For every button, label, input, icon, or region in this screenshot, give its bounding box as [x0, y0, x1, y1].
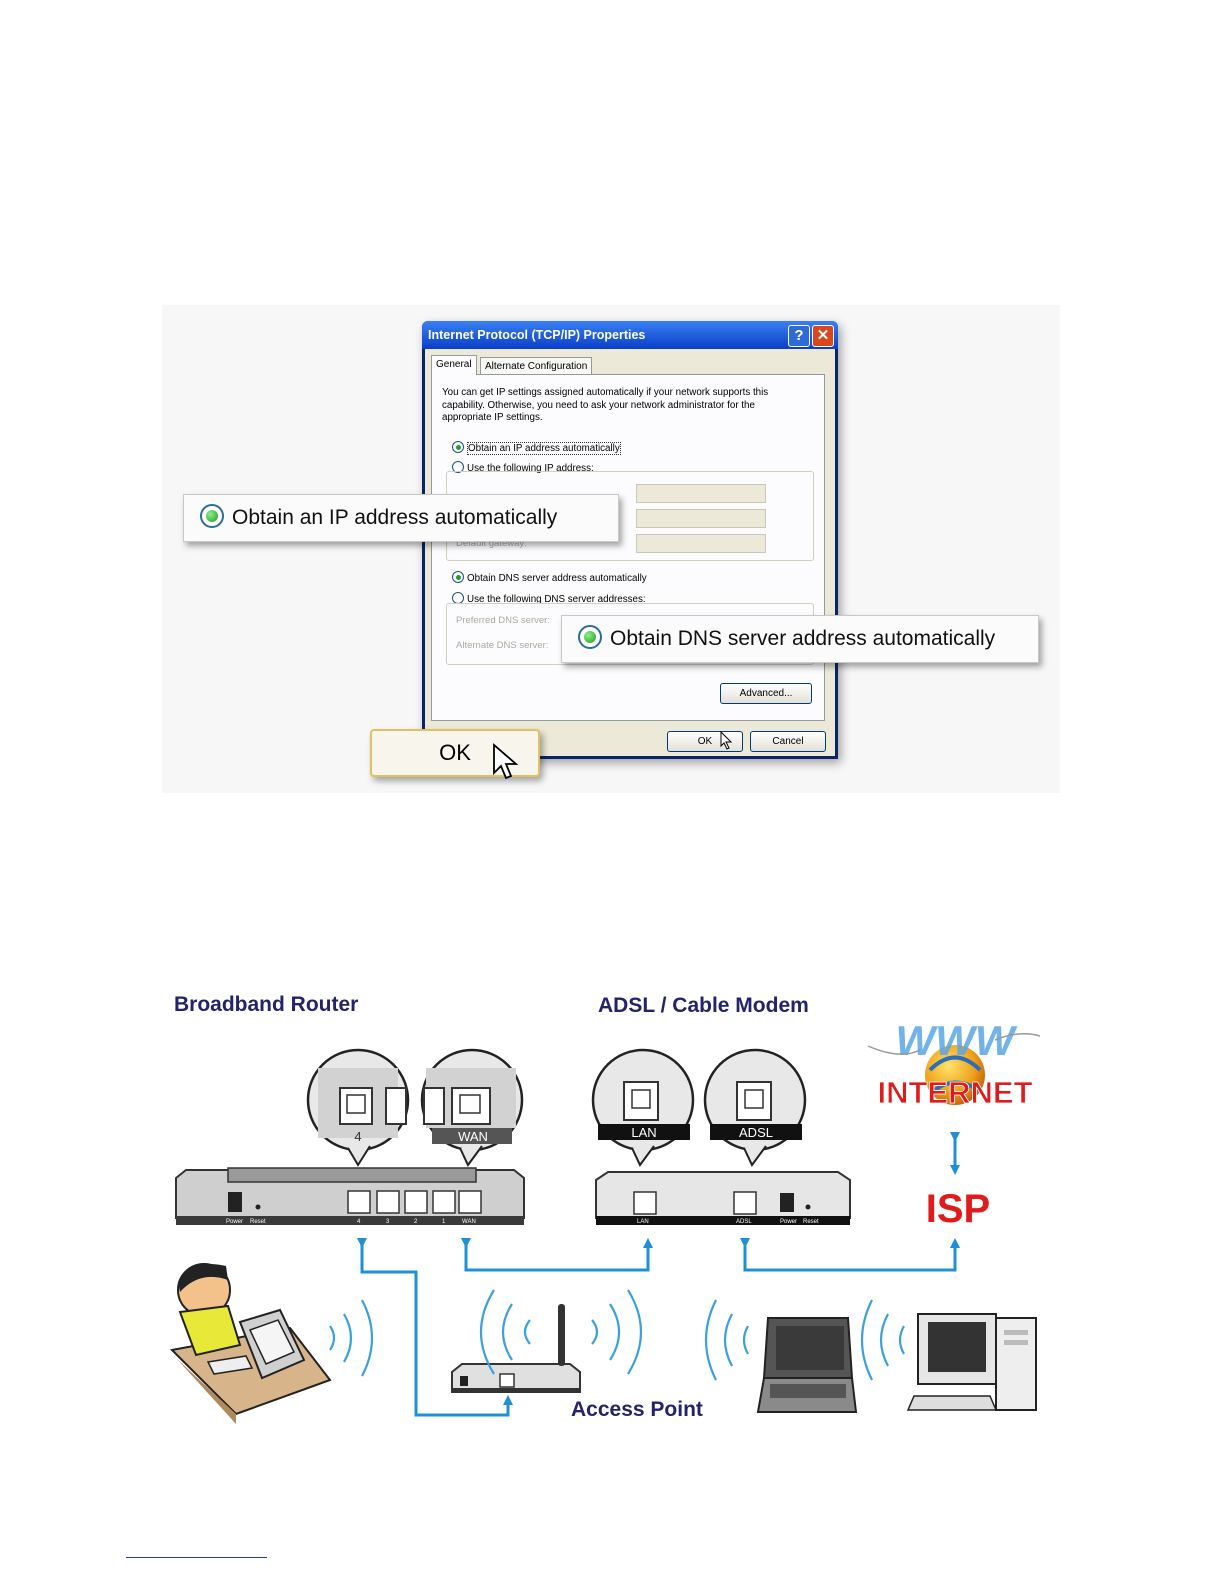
desktop-wireless-signal-icon [860, 1299, 905, 1381]
router-lan4-label: 4 [357, 1219, 361, 1225]
access-point-label: Access Point [571, 1398, 703, 1421]
callout-ok-text: OK [439, 740, 471, 765]
advanced-button[interactable]: Advanced... [720, 683, 812, 704]
connection-lines [357, 1238, 960, 1417]
radio-label: Use the following IP address: [467, 463, 594, 474]
general-panel: You can get IP settings assigned automat… [431, 374, 825, 721]
www-label: WWW [896, 1017, 1018, 1064]
callout-dns-text: Obtain DNS server address automatically [610, 627, 996, 650]
callout-obtain-dns: Obtain DNS server address automatically [561, 615, 1039, 663]
access-point-device [451, 1304, 581, 1393]
internet-globe-icon: WWW INTERNET [867, 1017, 1041, 1110]
modem-adsl-label: ADSL [736, 1219, 752, 1225]
footnote-separator [126, 1557, 267, 1558]
router-lan3-label: 3 [386, 1219, 390, 1225]
modem-port-lan-zoom: LAN [591, 1048, 695, 1167]
radio-use-following-ip[interactable]: Use the following IP address: [452, 461, 594, 474]
dialog-body: General Alternate Configuration You can … [425, 349, 835, 756]
router-port-4-zoom: 4 [306, 1048, 410, 1167]
radio-selected-icon [452, 571, 464, 583]
user-at-computer-illustration [169, 1263, 332, 1424]
radio-label: Use the following DNS server addresses: [467, 594, 646, 605]
access-point-wireless-signal-icon [479, 1289, 643, 1375]
router-port-wan-zoom: WAN [420, 1048, 524, 1167]
alternate-dns-label: Alternate DNS server: [456, 640, 549, 651]
gateway-label: Default gateway: [456, 538, 527, 549]
tcpip-properties-dialog: Internet Protocol (TCP/IP) Properties ? … [422, 321, 838, 759]
broadband-router: Power Reset 4 3 2 1 WAN [175, 1167, 525, 1225]
default-gateway-field[interactable] [636, 534, 766, 553]
radio-label: Obtain DNS server address automatically [467, 573, 647, 584]
modem-reset-label: Reset [803, 1219, 819, 1225]
help-button[interactable]: ? [788, 325, 810, 347]
laptop-icon [756, 1317, 858, 1413]
router-port-4-label: 4 [354, 1129, 361, 1144]
laptop-wireless-signal-icon [704, 1299, 749, 1381]
router-reset-label: Reset [250, 1219, 266, 1225]
cancel-button[interactable]: Cancel [750, 731, 826, 752]
callout-obtain-ip: Obtain an IP address automatically [183, 494, 619, 542]
router-lan2-label: 2 [414, 1219, 418, 1225]
modem-power-label: Power [780, 1219, 797, 1225]
router-title: Broadband Router [174, 993, 358, 1016]
radio-selected-icon [578, 625, 602, 649]
adsl-cable-modem: LAN ADSL Power Reset [595, 1171, 851, 1225]
radio-unselected-icon [452, 461, 464, 473]
ip-address-field[interactable] [636, 484, 766, 503]
dialog-title: Internet Protocol (TCP/IP) Properties [428, 328, 646, 342]
radio-obtain-ip-auto[interactable]: Obtain an IP address automatically [452, 441, 621, 455]
close-button[interactable]: ✕ [812, 325, 834, 347]
user-wireless-signal-icon [329, 1299, 374, 1377]
radio-obtain-dns-auto[interactable]: Obtain DNS server address automatically [452, 571, 647, 584]
modem-port-adsl-label: ADSL [739, 1125, 773, 1140]
desktop-computer-icon [906, 1313, 1037, 1411]
radio-selected-icon [200, 504, 224, 528]
mouse-cursor-icon [720, 731, 733, 750]
modem-lan-label: LAN [637, 1219, 649, 1225]
tab-alternate-configuration[interactable]: Alternate Configuration [480, 357, 593, 375]
router-wan-label: WAN [462, 1219, 476, 1225]
isp-label: ISP [926, 1187, 990, 1231]
tab-general[interactable]: General [431, 355, 477, 375]
internet-label: INTERNET [878, 1075, 1033, 1110]
callout-ip-text: Obtain an IP address automatically [232, 506, 558, 529]
subnet-mask-field[interactable] [636, 509, 766, 528]
modem-port-lan-label: LAN [631, 1125, 656, 1140]
callout-ok: OK [370, 729, 540, 777]
modem-title: ADSL / Cable Modem [598, 994, 809, 1017]
radio-selected-icon [452, 441, 464, 453]
intro-text: You can get IP settings assigned automat… [442, 387, 769, 423]
router-lan1-label: 1 [442, 1219, 446, 1225]
radio-label: Obtain an IP address automatically [467, 442, 621, 455]
preferred-dns-label: Preferred DNS server: [456, 615, 550, 626]
modem-port-adsl-zoom: ADSL [703, 1048, 807, 1167]
tcpip-screenshot: Internet Protocol (TCP/IP) Properties ? … [162, 305, 1060, 793]
router-port-wan-label: WAN [458, 1129, 488, 1144]
dialog-title-bar: Internet Protocol (TCP/IP) Properties ? … [422, 321, 838, 349]
router-power-label: Power [226, 1219, 243, 1225]
mouse-cursor-icon [493, 743, 519, 780]
